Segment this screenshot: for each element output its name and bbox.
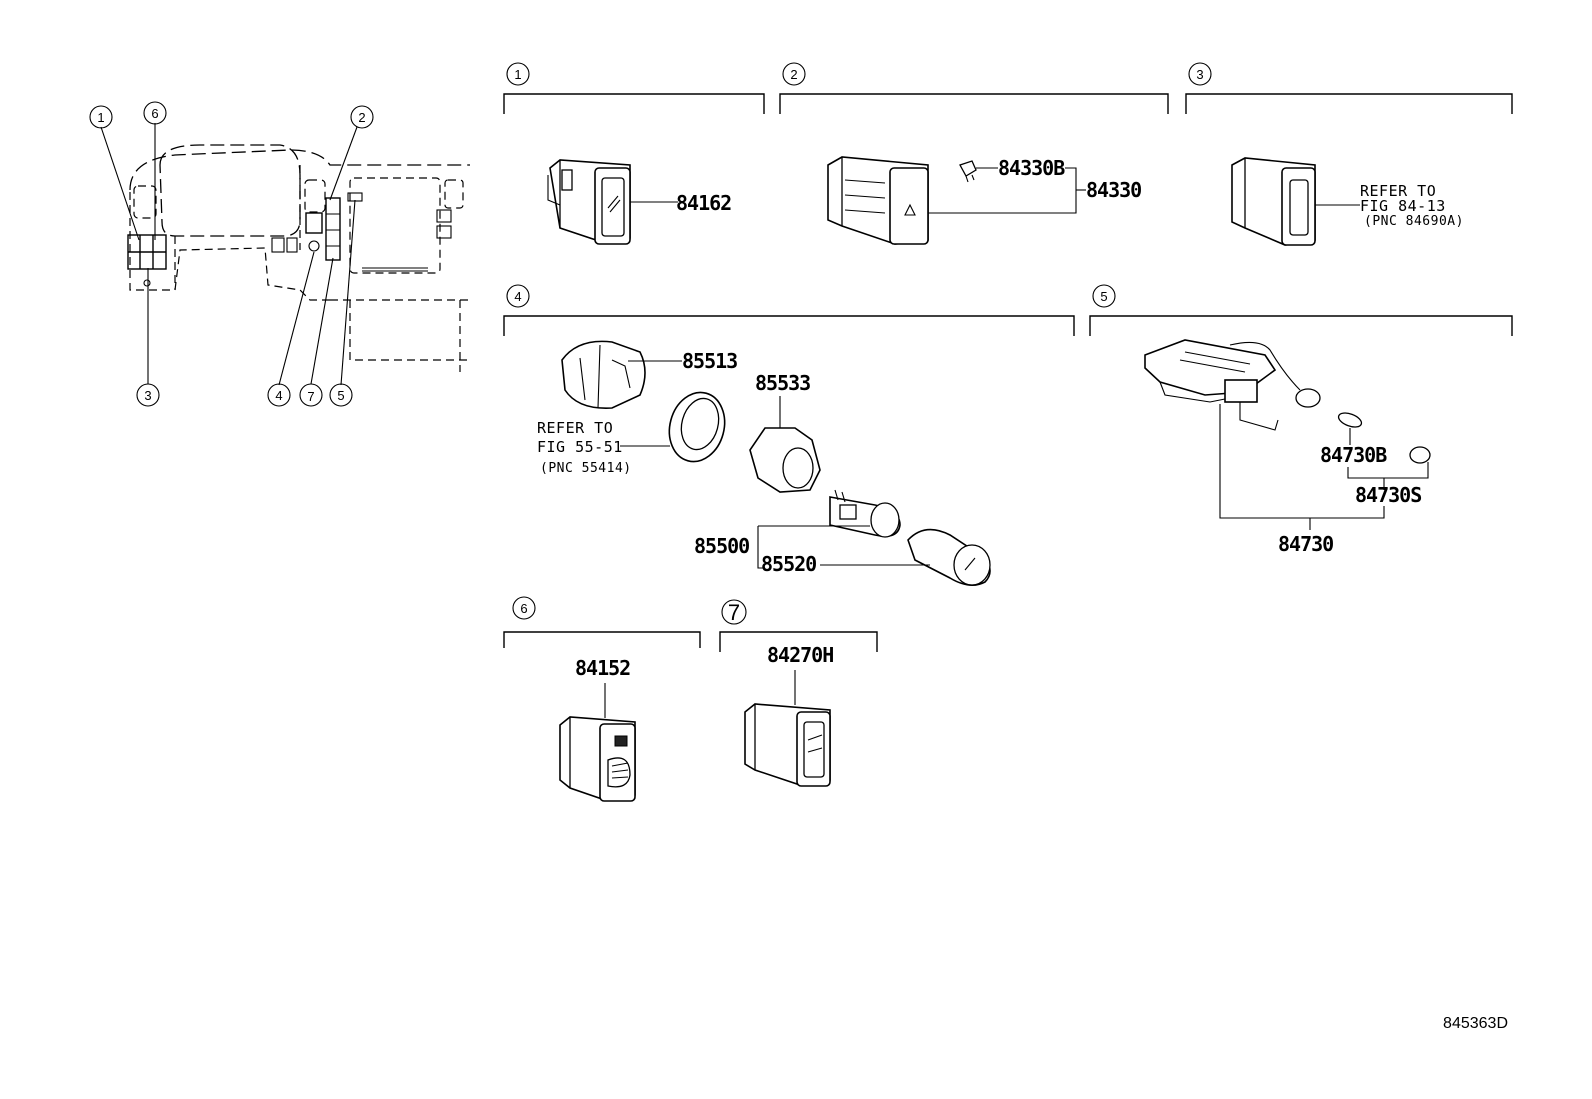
refer-fig-84-13-line-3: (PNC 84690A) — [1364, 214, 1464, 229]
overview-callout-5: 5 — [329, 383, 353, 407]
part-84730b: 84730B — [1320, 443, 1387, 467]
section-4: 4 85513 REFER TO FIG 55-51 (PNC 55414) 8… — [503, 284, 1075, 586]
section-7: 7 84270H — [719, 599, 878, 787]
section-5-number: 5 — [1100, 289, 1107, 304]
section-3-number: 3 — [1196, 67, 1203, 82]
overview-callout-2: 2 — [350, 105, 374, 129]
refer-fig-55-51-line-2: FIG 55-51 — [537, 438, 623, 456]
switch-84270h-icon — [744, 703, 831, 787]
clock-unit-84730-icon — [1144, 339, 1321, 431]
blank-switch-icon — [1231, 157, 1316, 246]
svg-text:5: 5 — [337, 388, 344, 403]
section-4-number: 4 — [514, 289, 521, 304]
socket-holder-85513-icon — [561, 340, 646, 409]
hazard-switch-84330-icon — [827, 156, 929, 245]
section-1-number: 1 — [514, 67, 521, 82]
part-85520: 85520 — [761, 552, 816, 576]
svg-text:3: 3 — [144, 388, 151, 403]
part-84152: 84152 — [575, 656, 630, 680]
part-84270h: 84270H — [767, 643, 833, 667]
overview-callout-4: 4 — [267, 383, 291, 407]
part-84730: 84730 — [1278, 532, 1333, 556]
part-85500: 85500 — [694, 534, 749, 558]
section-7-number: 7 — [728, 600, 740, 625]
section-2-number: 2 — [790, 67, 797, 82]
section-1: 1 84162 — [503, 62, 765, 245]
overview-callout-1: 1 — [89, 105, 113, 129]
section-6-number: 6 — [520, 601, 527, 616]
bulb-84730b-icon — [1337, 412, 1363, 428]
svg-text:6: 6 — [151, 106, 158, 121]
switch-84162-icon — [547, 159, 631, 245]
refer-fig-84-13-line-1: REFER TO — [1360, 182, 1436, 200]
svg-text:1: 1 — [97, 110, 104, 125]
ring-icon — [668, 391, 726, 463]
overview-callout-7: 7 — [299, 383, 323, 407]
figure-code: 845363D — [1443, 1015, 1508, 1032]
refer-fig-55-51-line-3: (PNC 55414) — [540, 461, 632, 476]
part-85513: 85513 — [682, 349, 737, 373]
svg-text:4: 4 — [275, 388, 282, 403]
part-84730s: 84730S — [1355, 483, 1421, 507]
part-85533: 85533 — [755, 371, 810, 395]
section-2: 2 84330B 84330 — [779, 62, 1169, 245]
dimmer-switch-84152-icon — [559, 716, 636, 802]
bulb-84730s-icon — [1409, 446, 1431, 464]
dashboard-overview — [100, 123, 470, 386]
cigarette-lighter-plug-icon — [907, 528, 991, 586]
bulb-84330b-icon — [959, 160, 977, 183]
svg-text:7: 7 — [307, 389, 314, 404]
refer-fig-55-51-line-1: REFER TO — [537, 419, 613, 437]
svg-text:2: 2 — [358, 110, 365, 125]
section-3: 3 REFER TO FIG 84-13 (PNC 84690A) — [1185, 62, 1513, 246]
overview-callout-6: 6 — [143, 101, 167, 125]
cigarette-lighter-socket-icon — [829, 489, 901, 538]
refer-fig-84-13-line-2: FIG 84-13 — [1360, 197, 1446, 215]
overview-callout-3: 3 — [136, 383, 160, 407]
socket-sleeve-85533-icon — [749, 427, 821, 493]
part-84330: 84330 — [1086, 178, 1141, 202]
section-6: 6 84152 — [503, 596, 701, 802]
part-84162: 84162 — [676, 191, 731, 215]
section-5: 5 84730B 84730S 84730 — [1089, 284, 1513, 556]
part-84330b: 84330B — [998, 156, 1065, 180]
